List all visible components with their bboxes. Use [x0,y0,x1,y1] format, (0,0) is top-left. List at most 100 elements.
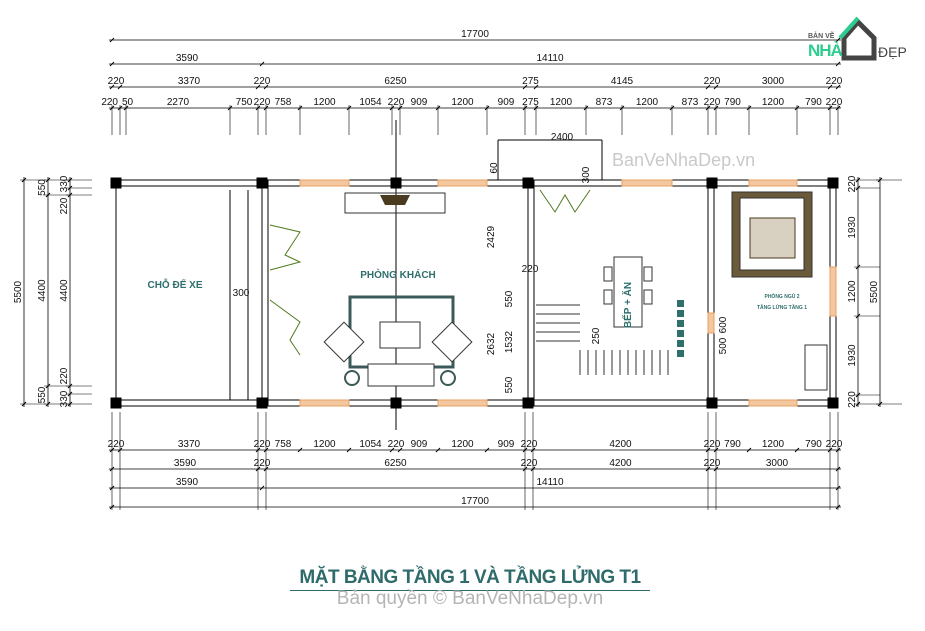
dimension-label: 220 [826,76,843,87]
dimension-label: 220 [521,439,538,450]
coffee-table [379,321,421,349]
dimension-label: 1200 [451,439,474,450]
dimension-tick [746,447,752,453]
dimension-label: 220 [254,76,271,87]
logo-top-text: BẢN VẼ [808,33,835,40]
dimension-label: 790 [724,97,741,108]
dimension-label: 1054 [359,439,382,450]
dimension-label: 220 [108,76,125,87]
room-label-kitchen: BẾP + ĂN [621,282,634,328]
dimension-label: 3000 [766,458,789,469]
dimension-label: 220 [704,458,721,469]
dining-chair [603,289,613,305]
column [522,177,534,189]
dim-300-parking: 300 [233,288,250,299]
dim-550-top: 550 [504,290,515,307]
dimension-label: 3370 [178,439,201,450]
dimension-label: 873 [596,97,613,108]
dim-2632: 2632 [486,332,497,355]
dimension-label: 17700 [461,29,489,40]
dimension-label: 220 [826,97,843,108]
window [299,179,350,187]
dimension-tick [259,485,265,491]
dimension-label: 330 [59,390,70,407]
dimension-label: 758 [275,97,292,108]
dimension-label: 790 [724,439,741,450]
logo-suffix: ĐẸP [878,44,907,60]
sofa [367,363,435,387]
lamp-table [440,370,456,386]
dimension-label: 275 [522,97,539,108]
dim-250: 250 [591,327,602,344]
dimension-label: 4200 [609,439,632,450]
dimension-label: 220 [826,439,843,450]
dining-chair [643,266,653,282]
dimension-label: 750 [236,97,253,108]
dimension-label: 220 [847,175,858,192]
dim-220: 220 [522,264,539,275]
dimension-label: 3370 [178,76,201,87]
dimension-label: 1054 [359,97,382,108]
dimension-label: 5500 [13,280,24,303]
dimension-label: 220 [101,97,118,108]
dimension-label: 3590 [174,458,197,469]
stair-step-marker [677,330,684,337]
dimension-label: 14110 [536,477,564,488]
interior-dimensions: 2400 60 300 2429 220 550 1532 550 2632 2… [233,132,729,393]
dimension-label: 790 [805,97,822,108]
dimension-label: 220 [388,439,405,450]
dimension-tick [794,447,800,453]
dim-300: 300 [581,166,592,183]
room-label-bedroom: PHÒNG NGỦ 2 [764,292,799,300]
dimension-label: 17700 [461,496,489,507]
column [827,397,839,409]
walls [110,120,839,430]
dim-60: 60 [489,162,500,174]
dimension-tick [713,84,719,90]
dimension-tick [259,61,265,67]
column [827,177,839,189]
dimension-tick [533,84,539,90]
window [748,399,798,407]
fireplace [380,195,410,205]
logo-brand: NHÀ [808,41,843,60]
dimension-label: 3590 [176,53,199,64]
dimension-tick [117,84,123,90]
dimension-label: 220 [847,391,858,408]
window [829,266,837,317]
room-label-living: PHÒNG KHÁCH [360,268,436,281]
dimension-label: 873 [682,97,699,108]
dimension-tick [484,447,490,453]
dimension-label: 550 [37,179,48,196]
window [437,179,488,187]
dimension-label: 220 [254,97,271,108]
window [437,399,488,407]
dim-stair-top: 2400 [551,132,574,143]
dimension-label: 4200 [609,458,632,469]
dimension-label: 1200 [762,439,785,450]
dimension-tick [297,447,303,453]
dimension-label: 275 [522,76,539,87]
dimension-label: 2270 [167,97,190,108]
dimension-label: 909 [498,439,515,450]
dimension-label: 1200 [762,97,785,108]
watermark: BanVeNhaDep.vn [612,150,756,170]
dimension-label: 909 [498,97,515,108]
dimension-lines: 17700 3590 14110 220 3370 220 6250 275 4145 220 30… [13,29,902,510]
dimension-label: 50 [122,97,134,108]
dimension-label: 5500 [869,280,880,303]
dimension-label: 220 [254,439,271,450]
dimension-label: 1930 [847,344,858,367]
column [256,177,268,189]
dimension-label: 220 [254,458,271,469]
dimension-label: 220 [59,197,70,214]
armchair-right [431,321,473,363]
dimension-label: 4145 [611,76,634,87]
dimension-tick [109,61,115,67]
lamp-table [344,370,360,386]
dimension-label: 6250 [384,76,407,87]
dim-1532: 1532 [504,330,515,353]
dimension-tick [346,447,352,453]
stair-step-marker [677,300,684,307]
dimension-label: 550 [37,386,48,403]
